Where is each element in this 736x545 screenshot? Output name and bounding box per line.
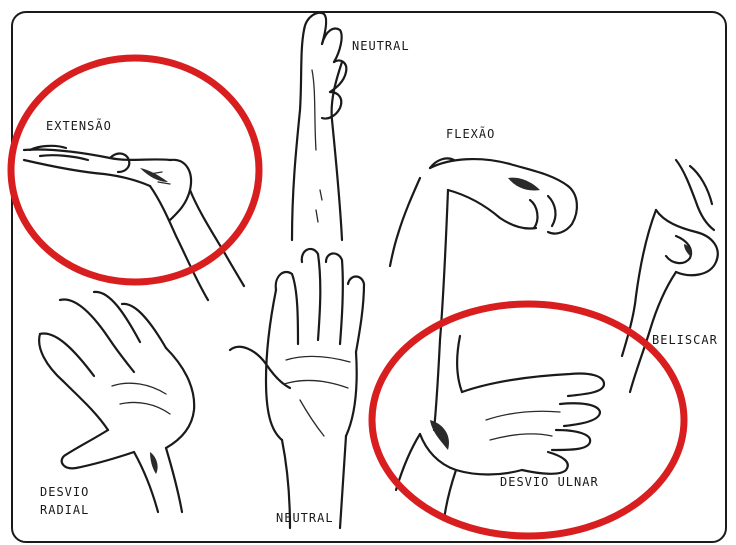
label-pinch: BELISCAR bbox=[652, 333, 718, 347]
label-neutral-top: NEUTRAL bbox=[352, 39, 410, 53]
label-radial-deviation-line1: DESVIO bbox=[40, 485, 89, 499]
label-radial-deviation-line2: RADIAL bbox=[40, 503, 89, 517]
label-neutral-bottom: NEUTRAL bbox=[276, 511, 334, 525]
label-extension: EXTENSÃO bbox=[46, 118, 112, 133]
label-flexion: FLEXÃO bbox=[446, 126, 495, 141]
label-ulnar-deviation: DESVIO ULNAR bbox=[500, 475, 599, 489]
diagram-frame bbox=[12, 12, 726, 542]
